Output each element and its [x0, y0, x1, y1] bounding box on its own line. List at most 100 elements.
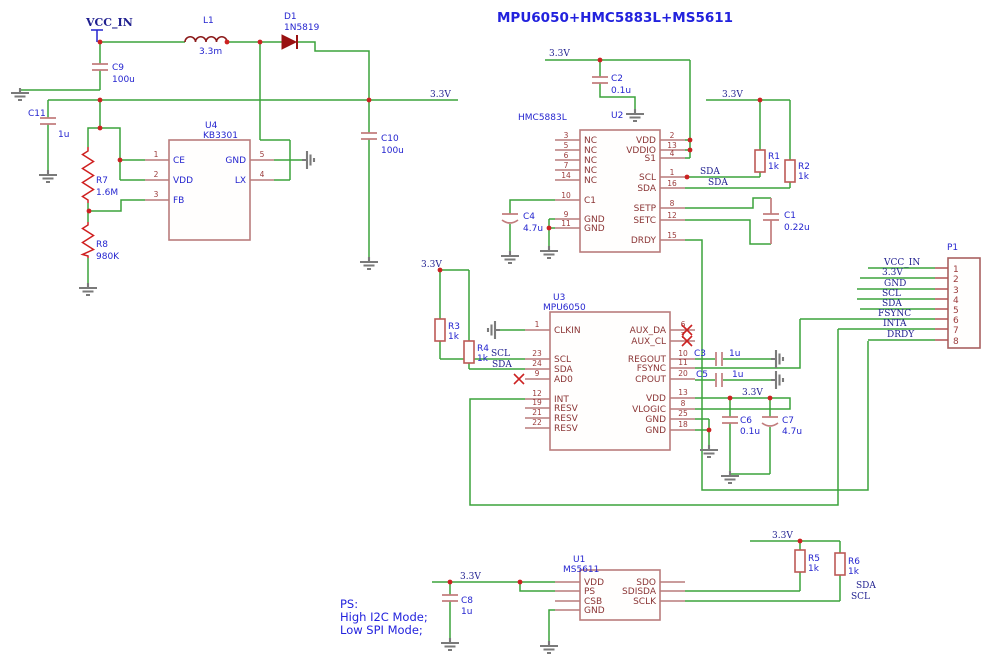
junction-dots [437, 267, 773, 433]
chip-U1[interactable]: U1 MS5611 VDD PS CSB GND SDO SDISDA SCLK [555, 555, 685, 621]
val-R7: 1.6M [96, 188, 118, 198]
val-R6: 1k [848, 567, 860, 577]
connector-P1[interactable]: P1 1 2 3 4 5 6 7 8 VCC_IN 3.3V GND SCL S… [800, 243, 981, 349]
pin-num: 11 [678, 358, 688, 367]
ref-R7: R7 [96, 176, 108, 186]
pin-num: 3 [154, 190, 159, 199]
chip-U4[interactable]: U4 KB3301 CE VDD FB GND LX 1 2 3 5 4 [145, 121, 274, 241]
pin-num: 15 [667, 231, 677, 240]
chip-U2[interactable]: HMC5883L U2 NC NC NC NC NC C1 GND GND VD… [518, 111, 685, 253]
inductor-L1[interactable]: L1 3.3m [184, 16, 228, 57]
pin-name: GND [584, 606, 605, 616]
pin-num: 18 [678, 420, 688, 429]
capacitor-C5[interactable]: C5 1u [696, 370, 743, 387]
pin-num: 14 [561, 171, 571, 180]
pin-num: 6 [953, 316, 959, 326]
net-label-vcc-in: VCC_IN [85, 16, 133, 30]
junction-dots [86, 39, 372, 214]
pin-num: 23 [532, 349, 542, 358]
capacitor-C6[interactable]: C6 0.1u [722, 416, 760, 437]
chip-U3[interactable]: U3 MPU6050 CLKIN SCL SDA AD0 INT RESV RE… [525, 293, 695, 451]
resistor-R4[interactable]: R4 1k [463, 340, 489, 364]
capacitor-C1[interactable]: C1 0.22u [763, 198, 810, 244]
net-label-3v3: 3.3V [742, 388, 763, 398]
pin-num: 5 [953, 306, 959, 316]
pin-name: CPOUT [635, 375, 666, 385]
pin-name: GND [645, 426, 666, 436]
ground-arrow-symbol [300, 149, 316, 171]
pin-num: 13 [667, 141, 677, 150]
pin-name: VLOGIC [632, 405, 666, 415]
pin-name: VDDIO [626, 146, 656, 156]
capacitor-C4[interactable]: C4 4.7u [501, 212, 543, 234]
pin-num: 21 [532, 408, 542, 417]
val-C5: 1u [732, 370, 743, 380]
diode-D1[interactable]: D1 1N5819 [281, 12, 320, 50]
pin-name: REGOUT [628, 355, 667, 365]
pin-num: 12 [532, 389, 542, 398]
val-C11: 1u [58, 130, 69, 140]
net-label-3v3: 3.3V [722, 90, 743, 100]
pin-num: 12 [667, 211, 677, 220]
ground-symbol [37, 168, 59, 184]
resistor-R7[interactable]: R7 1.6M [81, 147, 119, 203]
pin-num: 24 [532, 359, 542, 368]
capacitor-C11[interactable]: C11 1u [28, 109, 69, 140]
wires-u3 [439, 269, 839, 506]
pin-num: 10 [561, 191, 571, 200]
ref-C11: C11 [28, 109, 46, 119]
resistor-R5[interactable]: R5 1k [794, 549, 820, 574]
note-line2: High I2C Mode; [340, 610, 428, 624]
pin-name: C1 [584, 196, 596, 206]
pin-name: RESV [554, 414, 579, 424]
part-U2: HMC5883L [518, 113, 567, 123]
capacitor-C7[interactable]: C7 4.7u [761, 416, 802, 437]
val-C4: 4.7u [523, 224, 543, 234]
ref-R3: R3 [448, 322, 460, 332]
pin-num: 25 [678, 409, 688, 418]
capacitor-C3[interactable]: C3 1u [694, 349, 740, 366]
pin-num: 2 [670, 131, 675, 140]
pin-name: AD0 [554, 375, 573, 385]
ground-symbol [358, 255, 380, 271]
resistor-R3[interactable]: R3 1k [434, 318, 460, 342]
pin-name: NC [584, 156, 597, 166]
ref-P1: P1 [947, 243, 958, 253]
net-label-3v3: 3.3V [430, 90, 451, 100]
pin-name: VDD [646, 394, 666, 404]
net-label-scl: SCL [851, 592, 870, 602]
pin-num: 19 [532, 398, 542, 407]
pin-num: 8 [670, 199, 675, 208]
ref-R8: R8 [96, 240, 108, 250]
pin-name: S1 [645, 154, 656, 164]
ref-U4: U4 [205, 121, 218, 131]
wires-boost [19, 41, 458, 286]
pin-num: 13 [678, 388, 688, 397]
net-label-sda: SDA [700, 167, 720, 177]
wires-u1 [432, 540, 841, 644]
pin-name: CSB [584, 597, 602, 607]
pin-name: CLKIN [554, 326, 581, 336]
val-R3: 1k [448, 332, 460, 342]
ref-U1: U1 [573, 555, 585, 565]
resistor-R8[interactable]: R8 980K [80, 222, 121, 262]
ground-arrow-symbol [769, 348, 785, 370]
net-label-p1-1: VCC_IN [883, 258, 920, 268]
pin-num: 1 [670, 168, 675, 177]
capacitor-C2[interactable]: C2 0.1u [592, 74, 631, 96]
ground-arrow-symbol [769, 369, 785, 391]
pin-name: VDD [173, 176, 193, 186]
resistor-R1[interactable]: R1 1k [754, 149, 780, 173]
pin-num: 7 [564, 161, 569, 170]
resistor-R6[interactable]: R6 1k [834, 552, 860, 577]
net-label-p1-3: GND [884, 279, 906, 289]
ref-C1: C1 [784, 211, 796, 221]
resistor-R2[interactable]: R2 1k [784, 159, 810, 183]
pin-num: 2 [953, 275, 959, 285]
capacitor-C9[interactable]: C9 100u [92, 63, 135, 85]
val-C9: 100u [112, 75, 135, 85]
val-C8: 1u [461, 607, 472, 617]
ground-symbol [439, 636, 461, 652]
capacitor-C8[interactable]: C8 1u [442, 594, 473, 617]
capacitor-C10[interactable]: C10 100u [361, 132, 404, 156]
